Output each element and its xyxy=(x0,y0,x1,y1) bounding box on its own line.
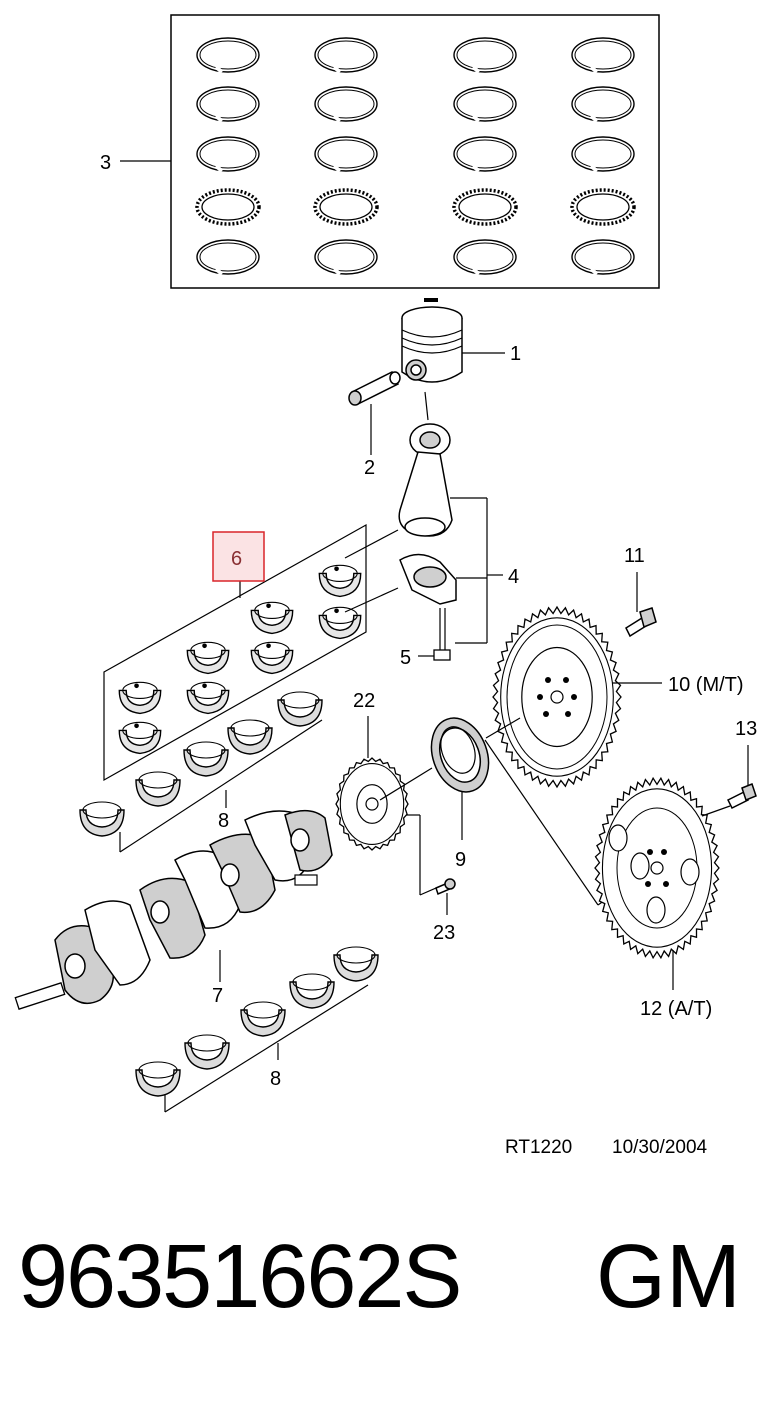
piston-ring xyxy=(196,37,260,74)
main-bearing-shell xyxy=(184,1034,230,1070)
bearing-shell xyxy=(118,681,162,715)
rear-oil-seal xyxy=(430,717,490,793)
bearing-shell xyxy=(186,641,230,675)
highlight-box xyxy=(212,531,265,582)
sprocket-screw xyxy=(435,878,456,896)
rod-bearing-set xyxy=(103,523,367,782)
piston-ring xyxy=(196,86,260,123)
piston-ring xyxy=(314,136,378,173)
piston xyxy=(401,298,463,383)
piston-ring xyxy=(314,86,378,123)
diagram-code: RT1220 xyxy=(505,1137,572,1158)
main-bearing-shell xyxy=(183,741,229,777)
diagram-date: 10/30/2004 xyxy=(612,1137,708,1158)
callout-2[interactable]: 2 xyxy=(364,457,375,479)
bearing-shell xyxy=(250,601,294,635)
exploded-parts-diagram: 3 1 2 4 5 xyxy=(14,14,757,1158)
callout-22[interactable]: 22 xyxy=(353,690,375,712)
piston-ring xyxy=(570,188,636,226)
crankshaft xyxy=(14,809,333,1010)
piston-ring xyxy=(314,37,378,74)
callout-4[interactable]: 4 xyxy=(508,566,519,588)
bearing-shell xyxy=(118,721,162,755)
flexplate-bolt xyxy=(726,783,757,810)
main-bearing-shell xyxy=(79,801,125,837)
piston-ring xyxy=(453,239,517,276)
bearing-shell xyxy=(250,641,294,675)
flywheel-bolt xyxy=(625,607,657,638)
main-bearing-shell xyxy=(135,771,181,807)
part-number: 96351662S xyxy=(18,1227,462,1327)
piston-ring xyxy=(195,188,261,226)
crank-sprocket xyxy=(335,757,409,851)
piston-pin xyxy=(348,370,401,406)
callout-7[interactable]: 7 xyxy=(212,985,223,1007)
piston-ring xyxy=(571,86,635,123)
callout-12[interactable]: 12 (A/T) xyxy=(640,998,712,1020)
main-bearing-shell xyxy=(240,1001,286,1037)
connecting-rod xyxy=(398,391,457,605)
main-bearing-shell xyxy=(227,719,273,755)
piston-ring xyxy=(314,239,378,276)
piston-ring xyxy=(313,188,379,226)
callout-11[interactable]: 11 xyxy=(624,545,645,567)
main-bearing-shell xyxy=(289,973,335,1009)
piston-ring-set-panel xyxy=(170,14,660,289)
piston-ring xyxy=(452,188,518,226)
piston-ring xyxy=(571,136,635,173)
main-bearing-shell xyxy=(333,946,379,982)
bearing-shell xyxy=(186,681,230,715)
callout-8-upper[interactable]: 8 xyxy=(218,810,229,832)
piston-ring xyxy=(571,37,635,74)
callout-13[interactable]: 13 xyxy=(735,718,757,740)
main-bearing-shell xyxy=(135,1061,181,1097)
piston-ring xyxy=(453,37,517,74)
bearing-shell xyxy=(318,606,362,640)
piston-ring xyxy=(453,86,517,123)
main-bearings-upper xyxy=(79,691,323,837)
callout-1[interactable]: 1 xyxy=(510,343,521,365)
brand-name: GM xyxy=(596,1227,741,1327)
callout-8-lower[interactable]: 8 xyxy=(270,1068,281,1090)
main-bearing-shell xyxy=(277,691,323,727)
piston-ring xyxy=(453,136,517,173)
callout-5[interactable]: 5 xyxy=(400,647,411,669)
piston-ring xyxy=(196,239,260,276)
callout-6[interactable]: 6 xyxy=(231,548,242,570)
callout-9[interactable]: 9 xyxy=(455,849,466,871)
callout-3[interactable]: 3 xyxy=(100,152,111,174)
main-bearings-lower xyxy=(135,946,379,1097)
piston-ring xyxy=(196,136,260,173)
piston-ring xyxy=(571,239,635,276)
rod-bolt xyxy=(433,608,451,661)
flywheel-mt xyxy=(492,605,622,789)
bearing-shell xyxy=(318,564,362,598)
flexplate-at xyxy=(594,776,720,960)
callout-10[interactable]: 10 (M/T) xyxy=(668,674,744,696)
callout-23[interactable]: 23 xyxy=(433,922,455,944)
